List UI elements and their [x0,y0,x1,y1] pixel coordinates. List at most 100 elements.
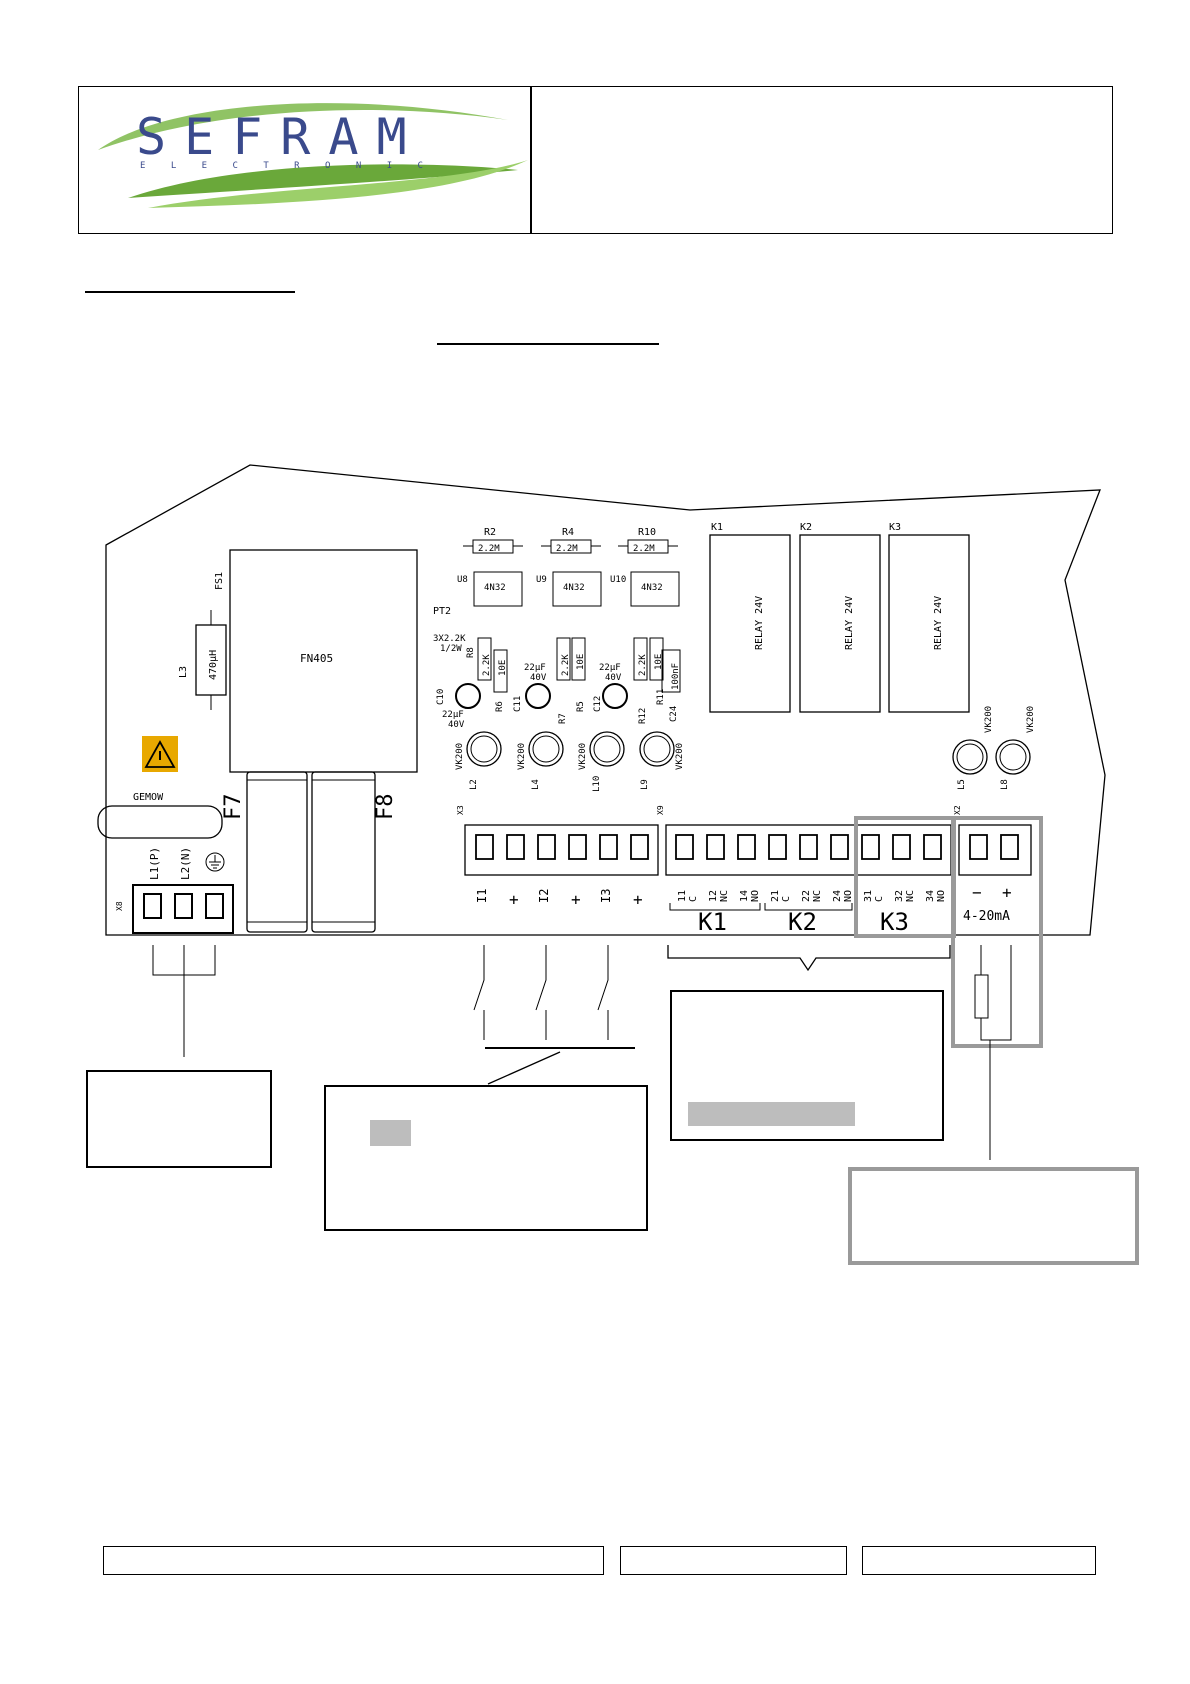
x2-highlight [951,816,1043,1048]
ref-r5: R5 [576,701,586,712]
logo-brand: SEFRAM [136,108,425,166]
x3-pin-i3: I3 [599,889,613,903]
x3-pin-plus-3: + [633,890,643,909]
ch3-r10-value: 10E [654,654,664,670]
logo: SEFRAM E L E C T R O N I C [98,103,528,208]
callout-inputs [324,1085,648,1231]
x9-pin-12-role: NC [719,890,730,902]
x9-pin-22: 22 [801,890,812,902]
l10-type: VK200 [578,743,588,770]
header-divider [530,86,532,234]
l9-type: VK200 [675,743,685,770]
relay-k1-label: RELAY 24V [754,596,765,650]
x8-pin-l2: L2(N) [179,847,192,880]
header-frame [78,86,1113,234]
r2-ref: R2 [484,527,496,538]
relay-k2-label: RELAY 24V [844,596,855,650]
ref-r8: R8 [466,647,476,658]
ref-r6: R6 [495,701,505,712]
group-k1: K1 [698,908,727,936]
u9-value: 4N32 [563,583,585,593]
c24-value: 100nF [671,663,681,690]
ref-r11: R11 [656,689,666,705]
u8-value: 4N32 [484,583,506,593]
ch2-r10-value: 10E [576,654,586,670]
optocoupler-u9 [552,571,602,607]
r4-ref: R4 [562,527,574,538]
group-k3: K3 [880,908,909,936]
x9-pin-14-role: NO [750,890,761,902]
load-resistor [974,974,989,1019]
ref-c12: C12 [593,696,603,712]
c12-value-2: 40V [605,673,622,683]
l9-ref: L9 [640,779,650,790]
relay-k3-label: RELAY 24V [933,596,944,650]
ch2-r-value: 2.2K [561,654,571,676]
c11-value-2: 40V [530,673,547,683]
connector-x9 [665,824,952,876]
footer-field-3 [862,1546,1096,1575]
board-outline [105,464,1106,936]
x9-pin-24: 24 [832,890,843,902]
relay-k3-ref: K3 [889,522,901,533]
optocoupler-u8 [473,571,523,607]
led-l10 [589,731,625,767]
x9-pin-24-role: NO [843,890,854,902]
r2-value: 2.2M [478,544,500,554]
callout-inputs-highlight [370,1120,411,1146]
relay-k1 [709,534,791,713]
pt2-label: PT2 [433,606,451,617]
c10-value-2: 40V [448,720,465,730]
led-l4 [528,731,564,767]
f7-label: F7 [221,794,246,821]
fs1-label: FS1 [214,572,225,590]
r4-value: 2.2M [556,544,578,554]
led-l8 [995,739,1031,775]
footer-field-1 [103,1546,604,1575]
x9-pin-21: 21 [770,890,781,902]
logo-sub: E L E C T R O N I C [140,161,433,171]
l10-ref: L10 [592,776,602,792]
x3-pin-plus-1: + [509,890,519,909]
x2-pin-minus: − [972,883,982,902]
inductor-value: 470µH [208,650,219,680]
callout-relays-highlight [688,1102,855,1126]
r10-value: 2.2M [633,544,655,554]
l5-type: VK200 [984,706,994,733]
l8-ref: L8 [1000,779,1010,790]
subheading-underline [437,343,659,345]
l2-ref: L2 [469,779,479,790]
x9-pin-11-role: C [688,896,699,902]
ch1-r-value: 2.2K [482,654,492,676]
x9-ref: X9 [656,805,665,815]
gemow-holder [97,805,223,839]
relay-k2-ref: K2 [800,522,812,533]
connector-x2 [958,824,1032,876]
x9-pin-12: 12 [708,890,719,902]
x8-ref: X8 [115,901,124,911]
cap-c11 [525,683,551,709]
ref-c24: C24 [669,706,679,722]
l5-ref: L5 [957,779,967,790]
x9-pin-14: 14 [739,890,750,902]
x2-ref: X2 [953,805,962,815]
l8-type: VK200 [1026,706,1036,733]
channel-resistors [477,637,681,693]
x9-pin-32-role: NC [905,890,916,902]
x9-pin-34: 34 [925,890,936,902]
u9-ref: U9 [536,575,547,585]
ch1-r10-value: 10E [498,660,508,676]
callout-analog-output [848,1167,1139,1265]
relay-k3 [888,534,970,713]
top-resistors [463,539,678,554]
fuse-f7 [246,771,308,933]
x9-pin-34-role: NO [936,890,947,902]
optocoupler-u10 [630,571,680,607]
x9-pin-22-role: NC [812,890,823,902]
u8-ref: U8 [457,575,468,585]
connector-x8 [132,884,234,934]
cap-c12 [602,683,628,709]
filter-label: FN405 [300,652,333,665]
x9-pin-31: 31 [863,890,874,902]
x2-pin-plus: + [1002,883,1012,902]
